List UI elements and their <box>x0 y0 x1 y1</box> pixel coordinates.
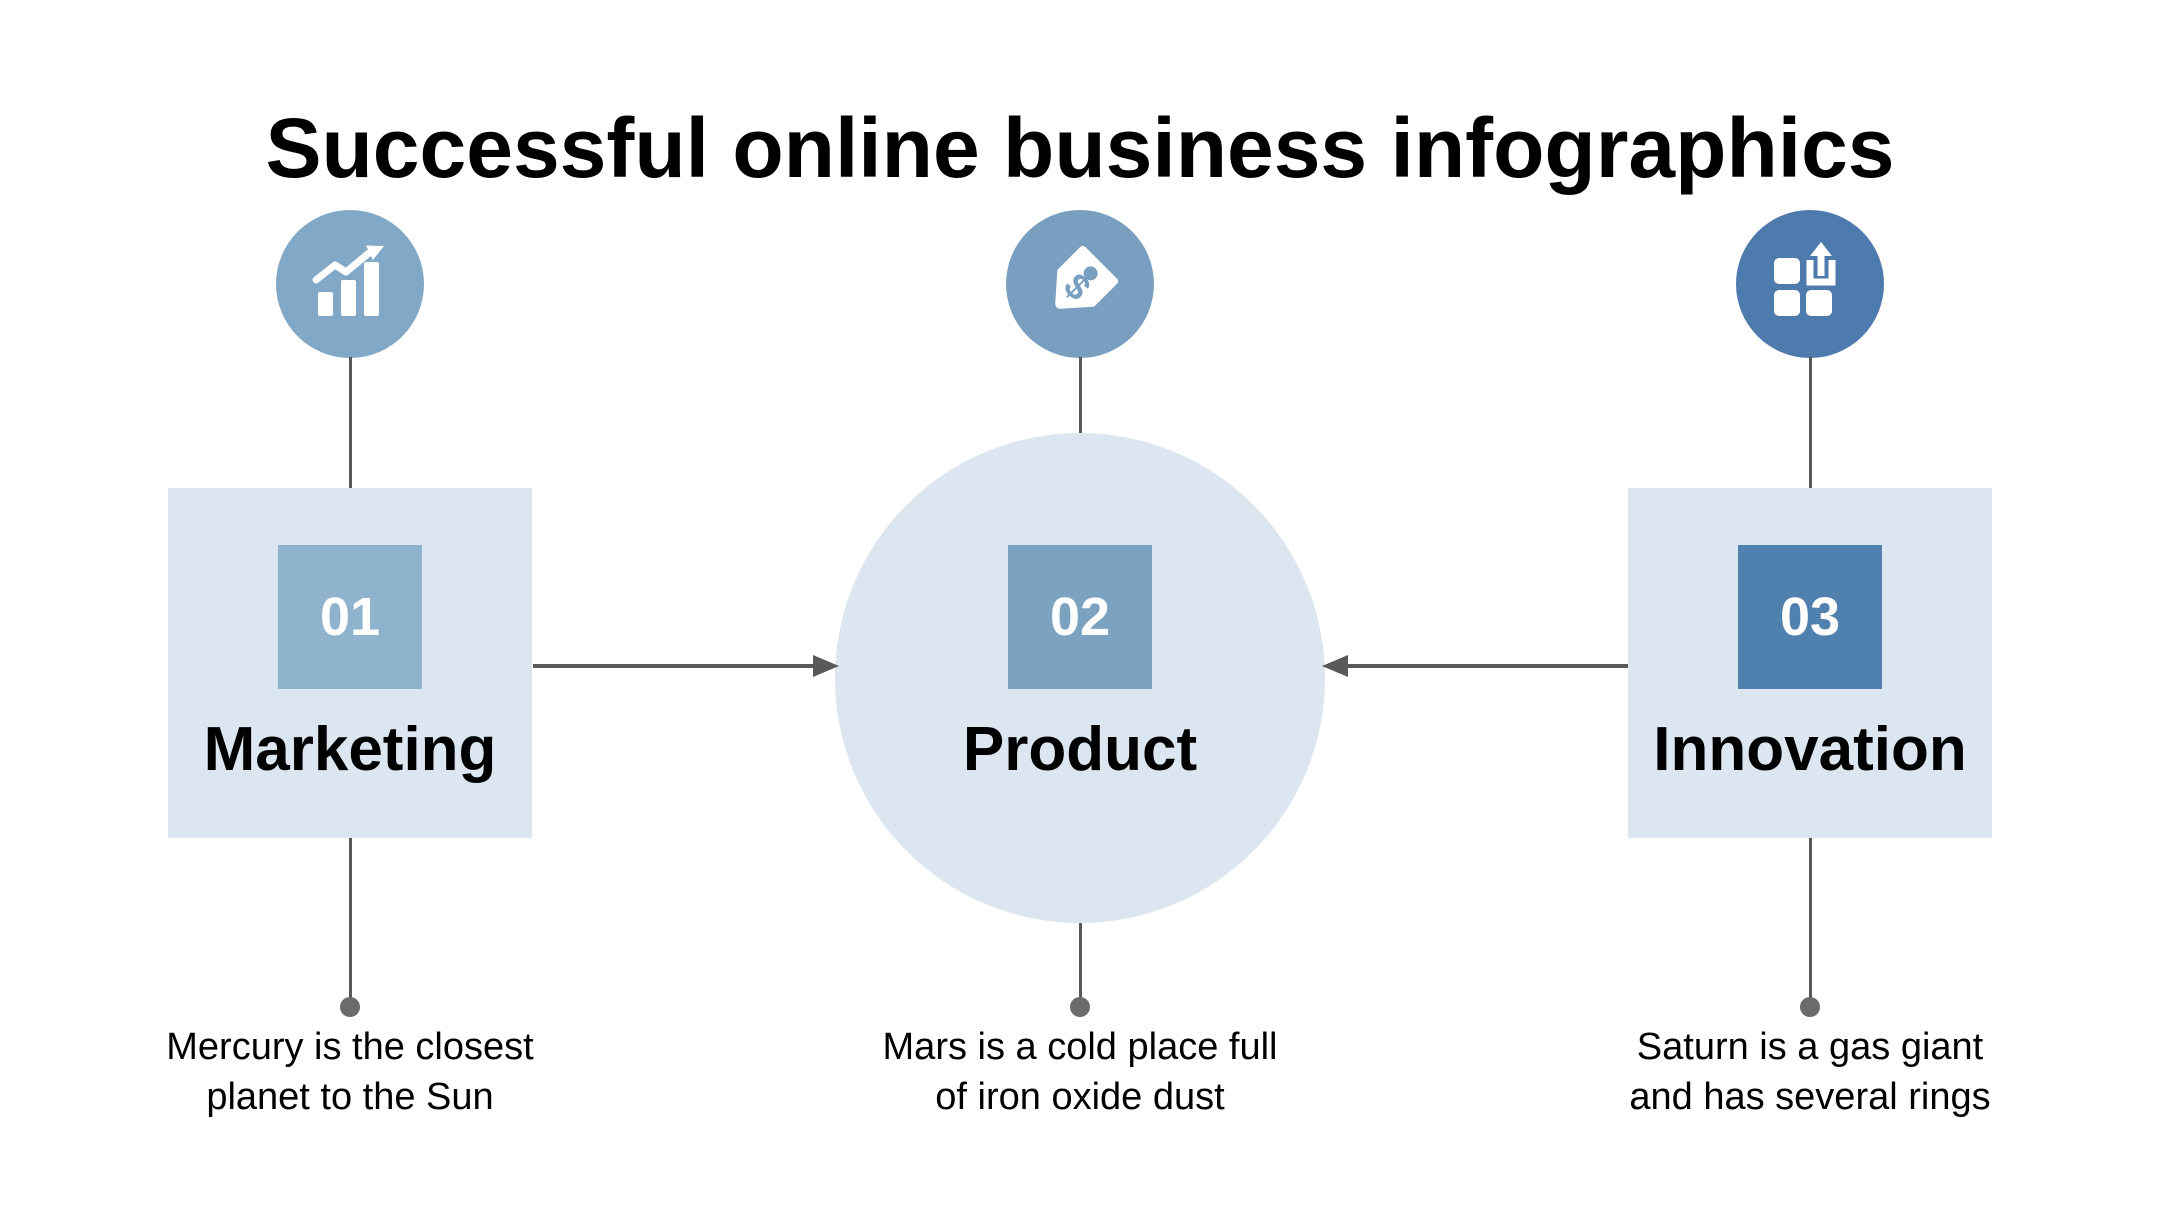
arrow-innovation-to-product <box>1322 655 1628 677</box>
connector-line <box>1078 357 1082 434</box>
connector-line <box>1078 923 1082 998</box>
growth-chart-icon <box>312 245 384 316</box>
step-label-innovation: Innovation <box>1653 715 1967 784</box>
product-icon-circle: $ <box>1006 210 1154 358</box>
timeline-dot <box>1800 997 1820 1017</box>
connector-line <box>348 357 352 488</box>
connector-line <box>348 838 352 998</box>
innovation-icon-circle <box>1736 210 1884 358</box>
price-tag-icon: $ <box>1055 245 1119 309</box>
connector-line <box>1808 357 1812 488</box>
scale-up-icon <box>1774 242 1836 316</box>
step-number-badge: 02 <box>1008 545 1152 689</box>
step-caption: Mars is a cold place full of iron oxide … <box>882 1026 1278 1118</box>
connector-line <box>1808 838 1812 998</box>
step-number-badge: 03 <box>1738 545 1882 689</box>
timeline-dot <box>340 997 360 1017</box>
step-label-product: Product <box>962 715 1198 784</box>
page-title: Successful online business infographics <box>265 101 1895 195</box>
step-label-marketing: Marketing <box>203 715 497 784</box>
arrow-marketing-to-product <box>533 655 839 677</box>
timeline-dot <box>1070 997 1090 1017</box>
step-caption: Saturn is a gas giant and has several ri… <box>1629 1026 1991 1118</box>
marketing-icon-circle <box>276 210 424 358</box>
step-number-badge: 01 <box>278 545 422 689</box>
step-caption: Mercury is the closest planet to the Sun <box>166 1026 534 1118</box>
